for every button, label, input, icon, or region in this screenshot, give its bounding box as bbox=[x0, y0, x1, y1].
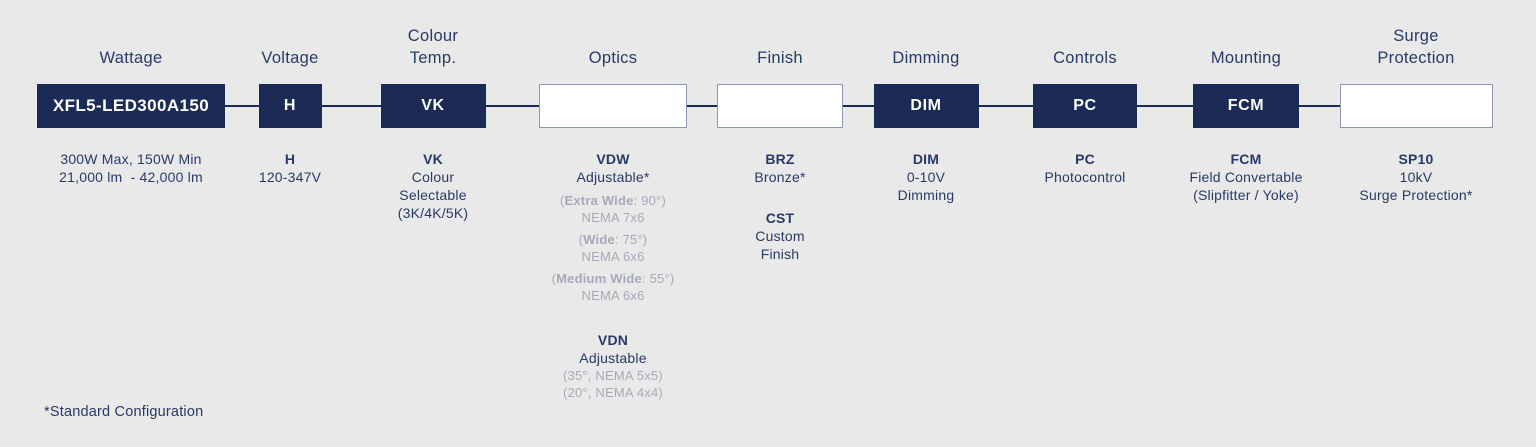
spacer bbox=[552, 304, 675, 331]
detail-line: Adjustable* bbox=[576, 169, 650, 185]
detail-code: CST bbox=[765, 210, 795, 226]
detail-code: SP10 bbox=[1398, 151, 1434, 167]
mounting-details: FCM Field Convertable (Slipfitter / Yoke) bbox=[1189, 150, 1302, 204]
colour-temp-header-line: Temp. bbox=[409, 49, 457, 67]
detail-subline: (20°, NEMA 4x4) bbox=[563, 385, 663, 400]
optics-header: Optics bbox=[589, 20, 638, 69]
colour-temp-code-label: VK bbox=[421, 97, 445, 114]
dimming-code-box: DIM bbox=[873, 84, 979, 128]
finish-header-line: Finish bbox=[757, 49, 803, 67]
surge-protection-code-box bbox=[1339, 84, 1493, 128]
spacer bbox=[754, 186, 805, 209]
detail-code: DIM bbox=[912, 151, 940, 167]
wattage-code-label: XFL5-LED300A150 bbox=[52, 96, 210, 115]
standard-configuration-footnote: *Standard Configuration bbox=[44, 404, 204, 420]
controls-code-label: PC bbox=[1073, 97, 1097, 114]
surge-protection-header-line: Protection bbox=[1377, 49, 1455, 67]
detail-line: Finish bbox=[760, 246, 800, 262]
detail-line: Selectable bbox=[399, 187, 467, 203]
detail-code: PC bbox=[1075, 151, 1095, 167]
detail-line: Custom bbox=[755, 228, 805, 244]
finish-code-box bbox=[717, 84, 843, 128]
detail-subline: NEMA 7x6 bbox=[581, 210, 645, 225]
dimming-details: DIM 0-10V Dimming bbox=[898, 150, 955, 204]
detail-subline: (Medium Wide: 55°) bbox=[551, 271, 675, 286]
controls-code-box: PC bbox=[1033, 84, 1137, 128]
finish-header: Finish bbox=[757, 20, 803, 69]
wattage-header: Wattage bbox=[100, 20, 163, 69]
detail-line: 300W Max, 150W Min bbox=[60, 151, 202, 167]
detail-subline: NEMA 6x6 bbox=[581, 249, 645, 264]
detail-line: Surge Protection* bbox=[1359, 187, 1473, 203]
detail-code: H bbox=[284, 151, 296, 167]
voltage-code-box: H bbox=[258, 84, 322, 128]
detail-subline: (35°, NEMA 5x5) bbox=[563, 368, 663, 383]
dimming-header-line: Dimming bbox=[892, 49, 960, 67]
detail-line: 21,000 lm - 42,000 lm bbox=[59, 169, 203, 185]
detail-line: 10kV bbox=[1399, 169, 1433, 185]
detail-line: Field Convertable bbox=[1189, 169, 1303, 185]
mounting-header: Mounting bbox=[1211, 20, 1281, 69]
detail-code: VDW bbox=[596, 151, 630, 167]
detail-subline: NEMA 6x6 bbox=[581, 288, 645, 303]
controls-header: Controls bbox=[1053, 20, 1117, 69]
controls-details: PC Photocontrol bbox=[1044, 150, 1125, 186]
detail-line: Dimming bbox=[897, 187, 955, 203]
wattage-details: 300W Max, 150W Min 21,000 lm - 42,000 lm bbox=[59, 150, 203, 186]
wattage-header-line: Wattage bbox=[99, 49, 163, 67]
detail-line: (3K/4K/5K) bbox=[397, 205, 469, 221]
optics-header-line: Optics bbox=[588, 49, 638, 67]
detail-code: VK bbox=[423, 151, 443, 167]
detail-line: (Slipfitter / Yoke) bbox=[1193, 187, 1299, 203]
detail-subline: (Extra Wide: 90°) bbox=[559, 193, 666, 208]
detail-code: FCM bbox=[1230, 151, 1262, 167]
detail-code: VDN bbox=[597, 332, 629, 348]
controls-header-line: Controls bbox=[1053, 49, 1117, 67]
detail-line: 0-10V bbox=[906, 169, 946, 185]
colour-temp-header-line: Colour bbox=[407, 27, 459, 45]
voltage-details: H 120-347V bbox=[259, 150, 321, 186]
mounting-code-label: FCM bbox=[1227, 97, 1265, 114]
surge-protection-header-line: Surge bbox=[1393, 27, 1439, 45]
detail-line: 120-347V bbox=[258, 169, 322, 185]
detail-line: Colour bbox=[411, 169, 455, 185]
detail-line: Adjustable bbox=[579, 350, 647, 366]
detail-code: BRZ bbox=[765, 151, 795, 167]
voltage-code-label: H bbox=[283, 97, 297, 114]
mounting-code-box: FCM bbox=[1193, 84, 1299, 128]
dimming-code-label: DIM bbox=[910, 97, 942, 114]
voltage-header: Voltage bbox=[261, 20, 318, 69]
optics-code-box bbox=[539, 84, 687, 128]
voltage-header-line: Voltage bbox=[261, 49, 319, 67]
detail-subline: (Wide: 75°) bbox=[578, 232, 648, 247]
detail-line: Photocontrol bbox=[1044, 169, 1126, 185]
dimming-header: Dimming bbox=[892, 20, 959, 69]
surge-protection-details: SP10 10kV Surge Protection* bbox=[1359, 150, 1472, 204]
detail-line: Bronze* bbox=[754, 169, 806, 185]
mounting-header-line: Mounting bbox=[1210, 49, 1282, 67]
colour-temp-code-box: VK bbox=[380, 84, 486, 128]
optics-details: VDW Adjustable* (Extra Wide: 90°) NEMA 7x6 (… bbox=[552, 150, 675, 401]
wattage-code-box: XFL5-LED300A150 bbox=[37, 84, 225, 128]
